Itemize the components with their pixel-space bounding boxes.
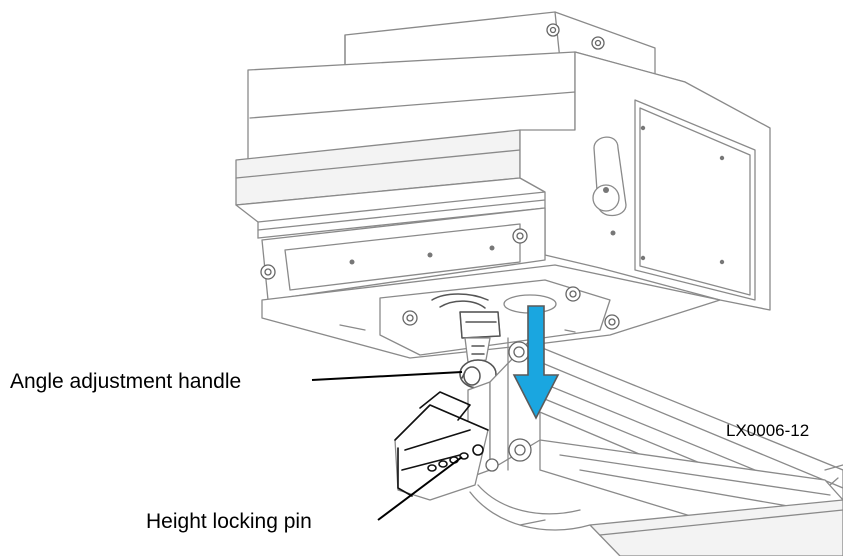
leader-line-locking-pin [377,456,463,521]
callout-angle-adjustment-handle: Angle adjustment handle [10,370,241,393]
callout-height-locking-pin: Height locking pin [146,510,312,533]
arrow-down-icon [512,305,560,420]
leader-line-angle-handle [311,371,463,381]
figure-id: LX0006-12 [726,421,809,440]
lower-arm [534,344,843,556]
printer-housing [235,11,771,359]
angle-adjustment-handle[interactable] [431,293,501,389]
height-locking-pin[interactable] [394,391,591,531]
